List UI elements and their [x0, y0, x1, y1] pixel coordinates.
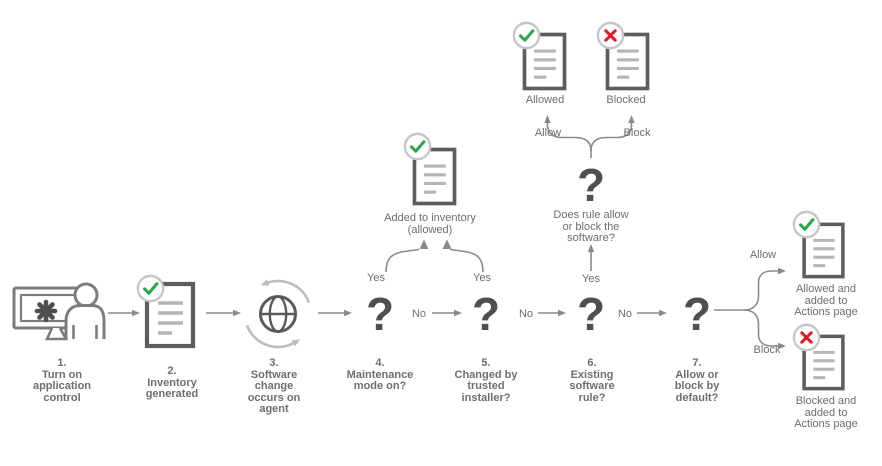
- step-3-label: 3. Software change occurs on agent: [243, 357, 305, 416]
- step-number: 4.: [375, 357, 385, 369]
- check-badge-icon: [136, 274, 165, 303]
- right-fork-connector: [714, 267, 786, 350]
- fork-allow-branch-right: [743, 267, 786, 311]
- fork-block-branch-top: [590, 115, 635, 152]
- top-fork-connector: [544, 115, 635, 158]
- no-label-step5-6: No: [518, 308, 534, 320]
- step-text: Existing software rule?: [569, 368, 615, 404]
- step-7-label: 7. Allow or block by default?: [669, 357, 725, 404]
- added-to-inventory-document-icon: [403, 132, 457, 206]
- step-number: 7.: [692, 357, 702, 369]
- rule-question-caption: Does rule allow or block the software?: [553, 209, 629, 245]
- arrowhead-up-right: [442, 239, 452, 249]
- person-body: [64, 304, 106, 339]
- question-mark-icon-step5: ?: [471, 288, 501, 340]
- no-label-step6-7: No: [617, 308, 633, 320]
- blocked-actions-document-icon: [792, 323, 845, 391]
- step-text: Software change occurs on agent: [247, 368, 301, 416]
- allowed-actions-caption: Allowed and added to Actions page: [794, 283, 858, 319]
- arrowhead-up-left: [419, 239, 429, 249]
- blocked-caption: Blocked: [606, 94, 646, 106]
- curve-yes-step5: [449, 248, 484, 273]
- check-badge-icon: [403, 132, 432, 161]
- step-text: Changed by trusted installer?: [454, 368, 518, 404]
- flow-arrows: [108, 244, 667, 317]
- curve-yes-step4: [385, 248, 420, 273]
- computer-user-icon: [12, 282, 106, 341]
- step-6-label: 6. Existing software rule?: [562, 357, 622, 404]
- step-text: Inventory generated: [145, 376, 199, 401]
- question-mark-icon-step4: ?: [365, 288, 395, 340]
- allow-label-top: Allow: [534, 127, 562, 139]
- no-label-step4-5: No: [411, 308, 427, 320]
- yes-label-step6: Yes: [582, 273, 600, 285]
- step-number: 6.: [587, 357, 597, 369]
- globe-sync-icon: [245, 279, 311, 349]
- step-number: 2.: [167, 365, 177, 377]
- step-text: Turn on application control: [32, 368, 92, 404]
- allowed-document-icon: [512, 21, 567, 91]
- added-to-inventory-caption: Added to inventory (allowed): [384, 212, 476, 236]
- allowed-caption: Allowed: [525, 94, 565, 106]
- step-number: 3.: [269, 357, 279, 369]
- x-badge-icon: [792, 323, 821, 352]
- question-mark-icon-rule: ?: [576, 159, 606, 211]
- allow-label-right: Allow: [749, 249, 777, 261]
- question-mark-icon-step6: ?: [576, 288, 606, 340]
- block-label-right: Block: [753, 344, 781, 356]
- allowed-actions-document-icon: [792, 210, 845, 279]
- inventory-document-icon: [136, 274, 193, 346]
- step-1-label: 1. Turn on application control: [27, 357, 97, 404]
- step-number: 1.: [57, 357, 67, 369]
- check-badge-icon: [792, 210, 821, 239]
- step-text: Maintenance mode on?: [346, 368, 414, 393]
- blocked-actions-caption: Blocked and added to Actions page: [794, 395, 858, 431]
- check-badge-icon: [512, 21, 541, 50]
- step-4-label: 4. Maintenance mode on?: [340, 357, 420, 393]
- x-badge-icon: [596, 21, 625, 50]
- block-label-top: Block: [623, 127, 651, 139]
- fork-block-branch-right: [743, 309, 786, 350]
- blocked-document-icon: [596, 21, 650, 91]
- yes-label-step5: Yes: [473, 272, 491, 284]
- asterisk-icon: [34, 299, 58, 323]
- step-5-label: 5. Changed by trusted installer?: [450, 357, 522, 404]
- step-number: 5.: [481, 357, 491, 369]
- yes-label-step4: Yes: [367, 272, 385, 284]
- fork-allow-branch-top: [544, 115, 592, 152]
- person-head: [73, 282, 99, 308]
- step-text: Allow or block by default?: [674, 368, 720, 404]
- yes-curve-connectors: [385, 239, 484, 273]
- step-2-label: 2. Inventory generated: [139, 365, 205, 401]
- question-mark-icon-step7: ?: [682, 288, 712, 340]
- monitor-stand: [44, 327, 69, 341]
